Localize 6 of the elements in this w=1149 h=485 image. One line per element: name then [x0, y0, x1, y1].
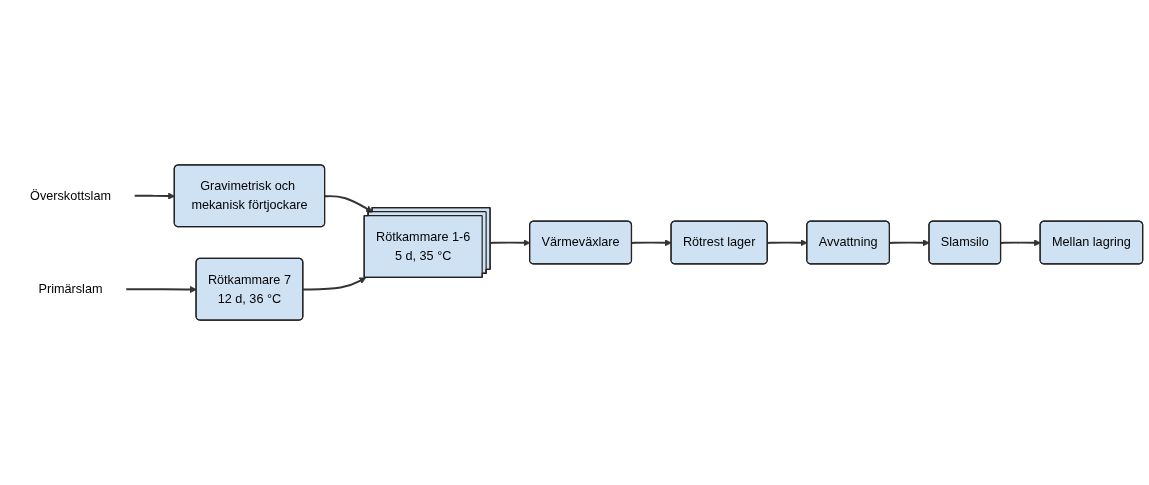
arrow [324, 195, 373, 213]
arrow [125, 286, 197, 293]
arrow [133, 192, 175, 200]
node-text: Primärslam [38, 282, 103, 296]
node-text: Överskottslam [30, 188, 111, 203]
arrow [302, 277, 367, 291]
